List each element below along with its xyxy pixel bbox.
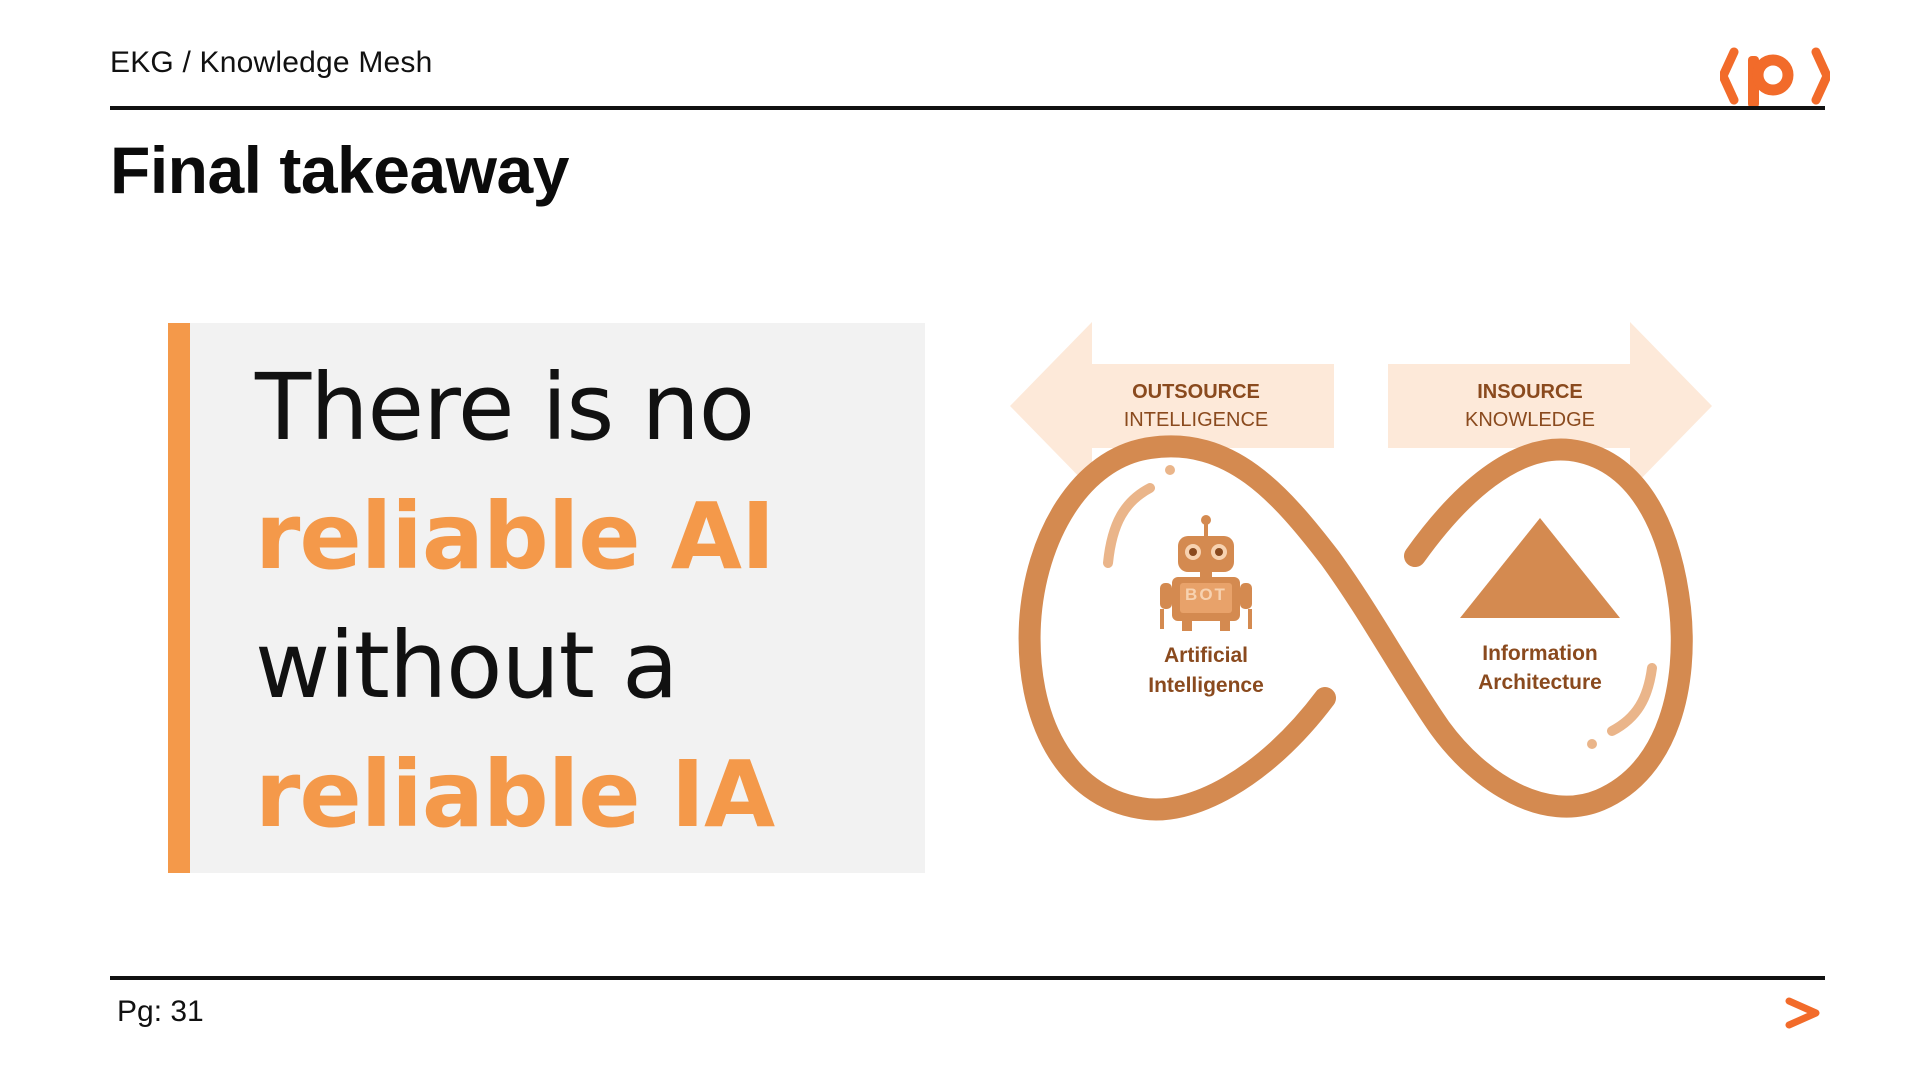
infinity-diagram: OUTSOURCE INTELLIGENCE BOT Artificial In… <box>1010 322 1712 821</box>
outsource-subtitle: INTELLIGENCE <box>1124 409 1268 431</box>
insource-arrow <box>1388 322 1712 490</box>
ia-label-line1: Information <box>1482 642 1598 665</box>
infinity-loop <box>1018 435 1693 821</box>
footer-divider <box>110 976 1825 980</box>
quote-line-1: There is no <box>255 354 755 461</box>
chevron-right-icon[interactable] <box>1785 996 1821 1030</box>
robot-icon <box>1160 515 1252 631</box>
header-divider <box>110 106 1825 110</box>
outsource-arrow <box>1010 322 1334 490</box>
insource-subtitle: KNOWLEDGE <box>1465 409 1595 431</box>
quote-line-2: reliable AI <box>255 483 775 590</box>
ia-label-line2: Architecture <box>1478 671 1602 694</box>
page-number: Pg: 31 <box>117 995 204 1028</box>
highlight-dot <box>1587 739 1597 749</box>
quote-accent-bar <box>168 323 190 873</box>
quote-line-3: without a <box>255 612 678 719</box>
breadcrumb: EKG / Knowledge Mesh <box>110 46 433 79</box>
outsource-title: OUTSOURCE <box>1132 381 1260 403</box>
page-title: Final takeaway <box>110 133 569 207</box>
quote-line-4: reliable IA <box>255 741 775 848</box>
highlight-stroke <box>1607 663 1657 736</box>
logo-icon <box>1720 47 1830 108</box>
triangle-icon <box>1460 518 1620 618</box>
quote-panel <box>168 323 925 873</box>
ai-label-line1: Artificial <box>1164 644 1248 667</box>
robot-badge: BOT <box>1185 585 1227 604</box>
insource-title: INSOURCE <box>1477 381 1583 403</box>
ai-label-line2: Intelligence <box>1148 674 1264 697</box>
highlight-dot <box>1165 465 1175 475</box>
highlight-stroke <box>1103 483 1155 568</box>
